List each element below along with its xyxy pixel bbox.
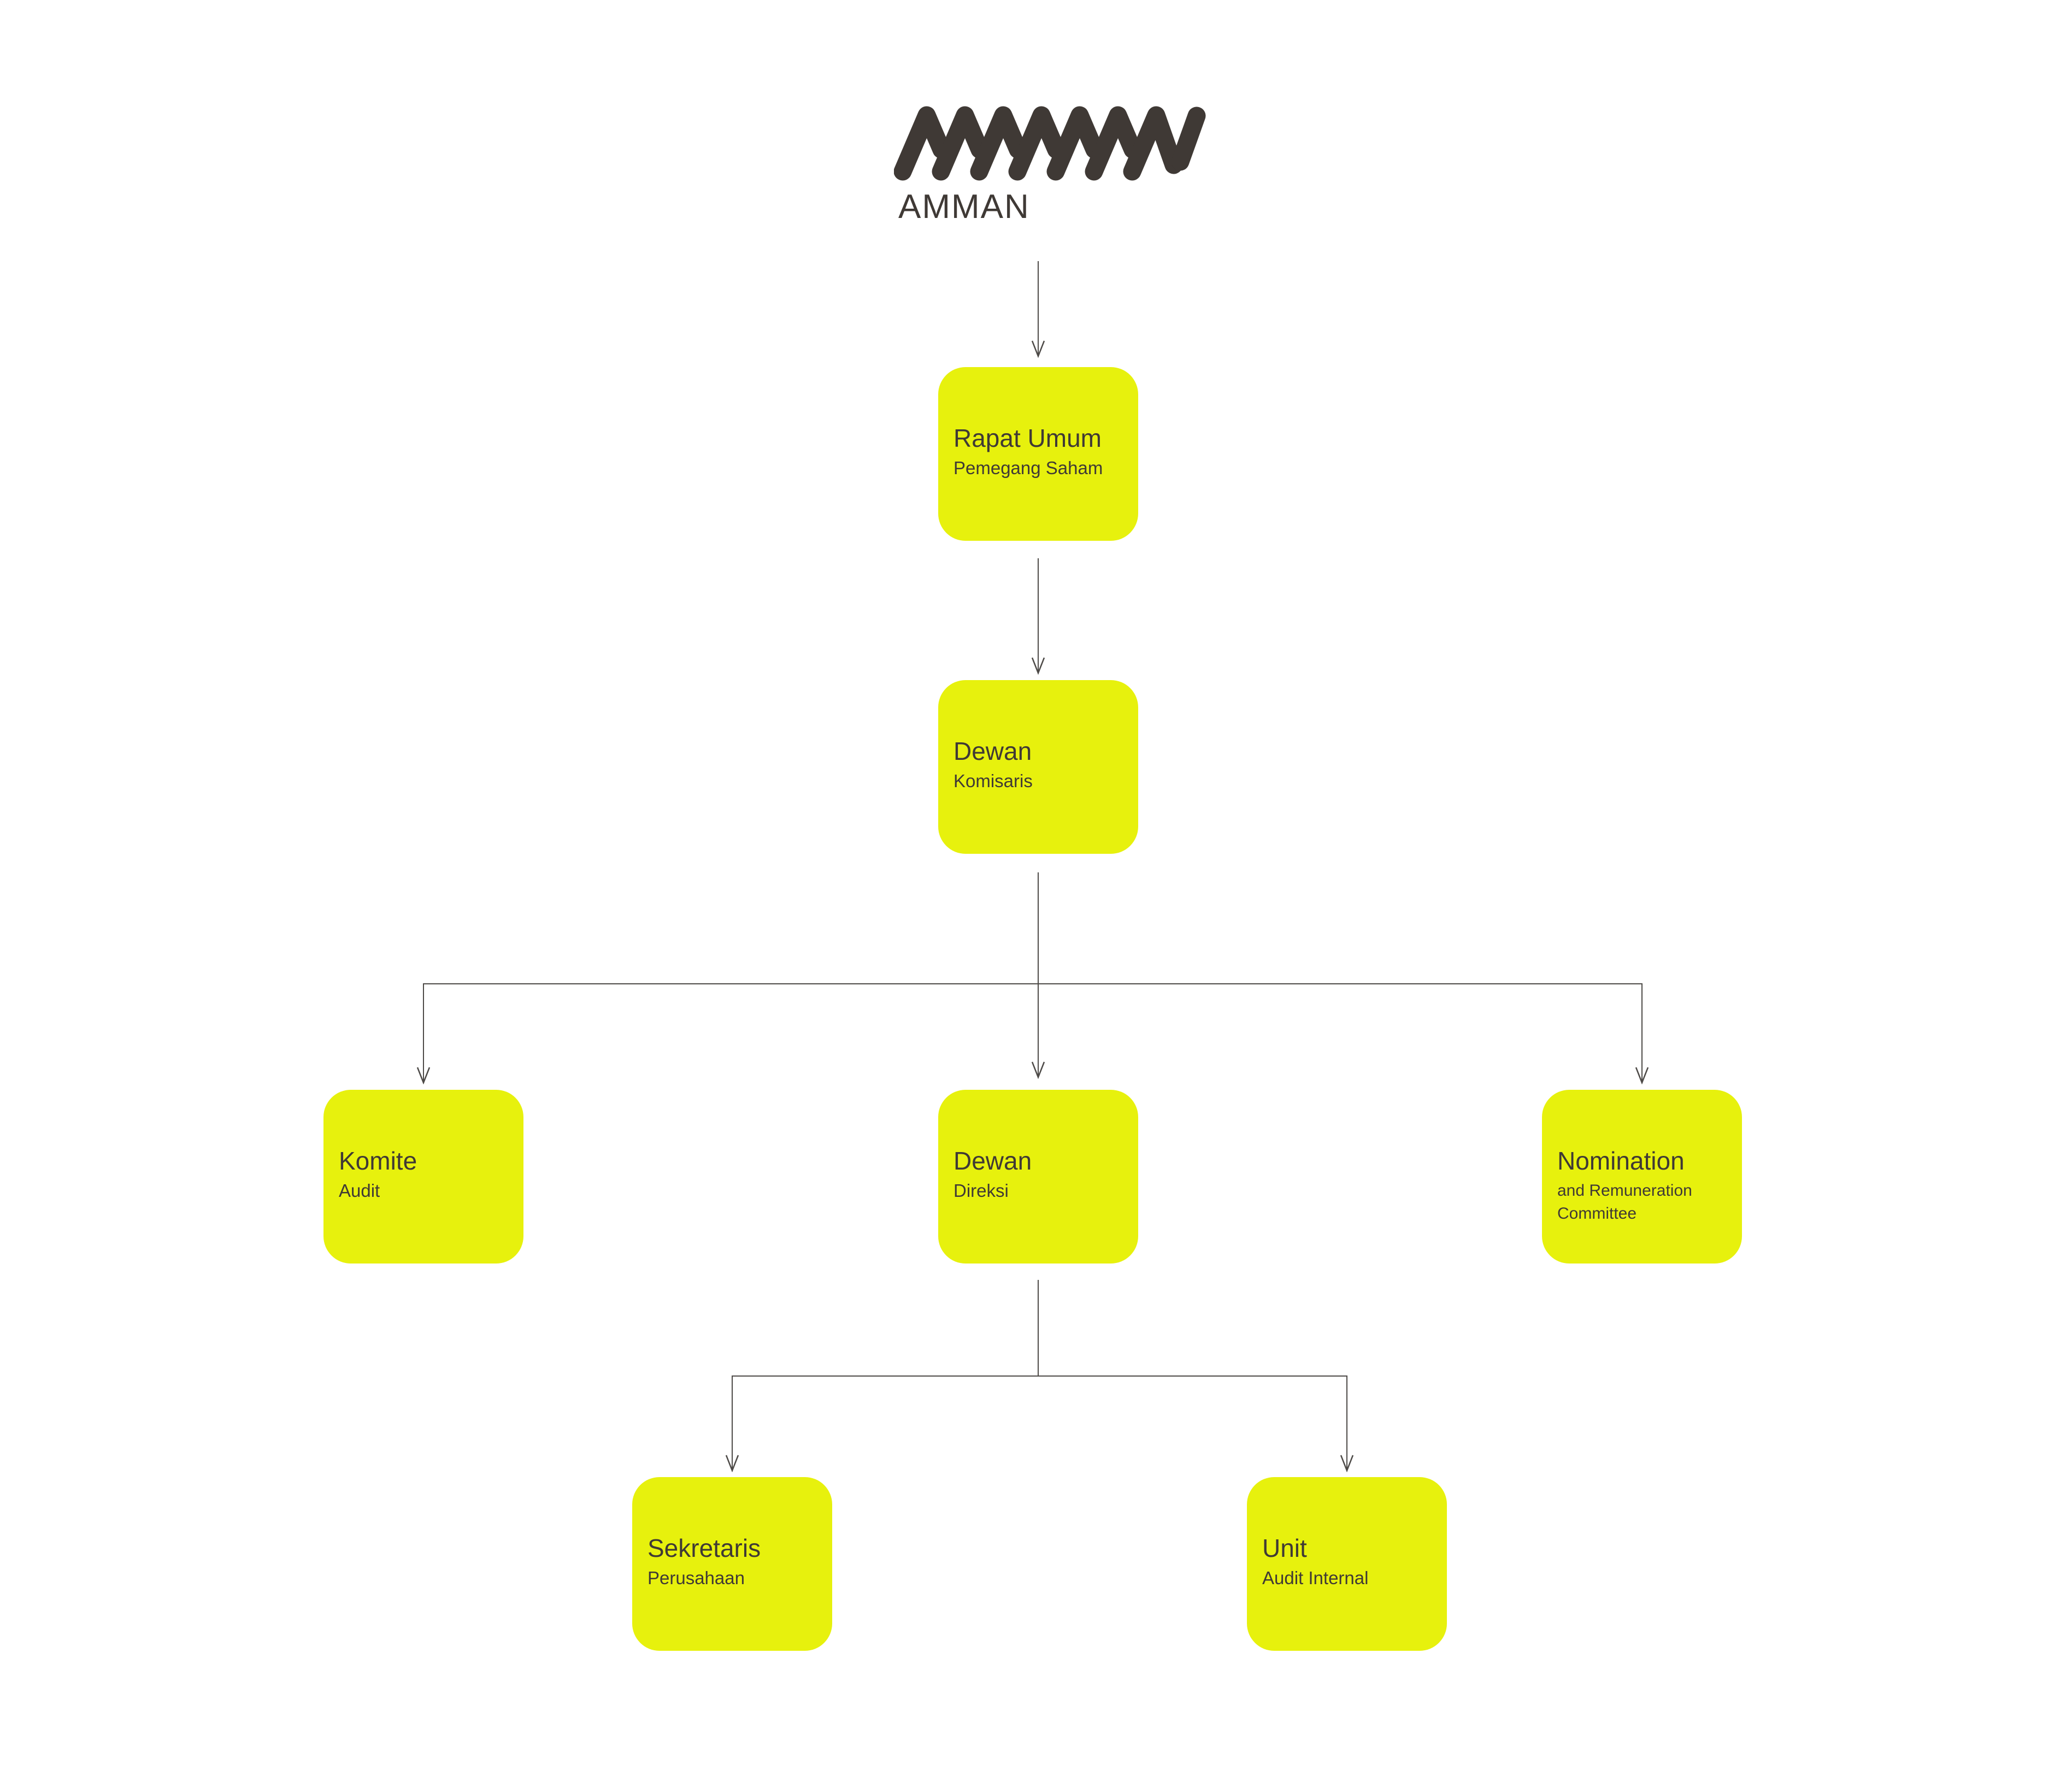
node-subtitle: Direksi xyxy=(953,1180,1009,1201)
node-subtitle: Audit xyxy=(339,1180,380,1201)
node-unit-audit-internal: Unit Audit Internal xyxy=(1247,1477,1447,1651)
node-subtitle: Perusahaan xyxy=(648,1568,745,1588)
node-title: Komite xyxy=(339,1147,417,1175)
node-dewan-direksi: Dewan Direksi xyxy=(938,1090,1138,1264)
amman-logo: AMMAN xyxy=(894,102,1222,227)
node-nomination-committee: Nomination and Remuneration Committee xyxy=(1542,1090,1742,1264)
node-title: Nomination xyxy=(1557,1147,1685,1175)
node-subtitle: and Remuneration Committee xyxy=(1557,1182,1692,1223)
node-title: Rapat Umum xyxy=(953,424,1102,452)
node-subtitle: Audit Internal xyxy=(1262,1568,1369,1588)
node-rapat-umum: Rapat Umum Pemegang Saham xyxy=(938,367,1138,541)
node-subtitle: Komisaris xyxy=(953,771,1033,791)
node-title: Dewan xyxy=(953,737,1032,765)
amman-logo-zigzag-icon xyxy=(894,106,1206,181)
node-subtitle: Pemegang Saham xyxy=(953,458,1103,478)
node-title: Dewan xyxy=(953,1147,1032,1175)
node-dewan-komisaris: Dewan Komisaris xyxy=(938,680,1138,854)
amman-logo-text: AMMAN xyxy=(898,188,1030,226)
node-title: Sekretaris xyxy=(648,1534,761,1562)
node-sekretaris-perusahaan: Sekretaris Perusahaan xyxy=(632,1477,832,1651)
node-title: Unit xyxy=(1262,1534,1307,1562)
node-komite-audit: Komite Audit xyxy=(323,1090,523,1264)
